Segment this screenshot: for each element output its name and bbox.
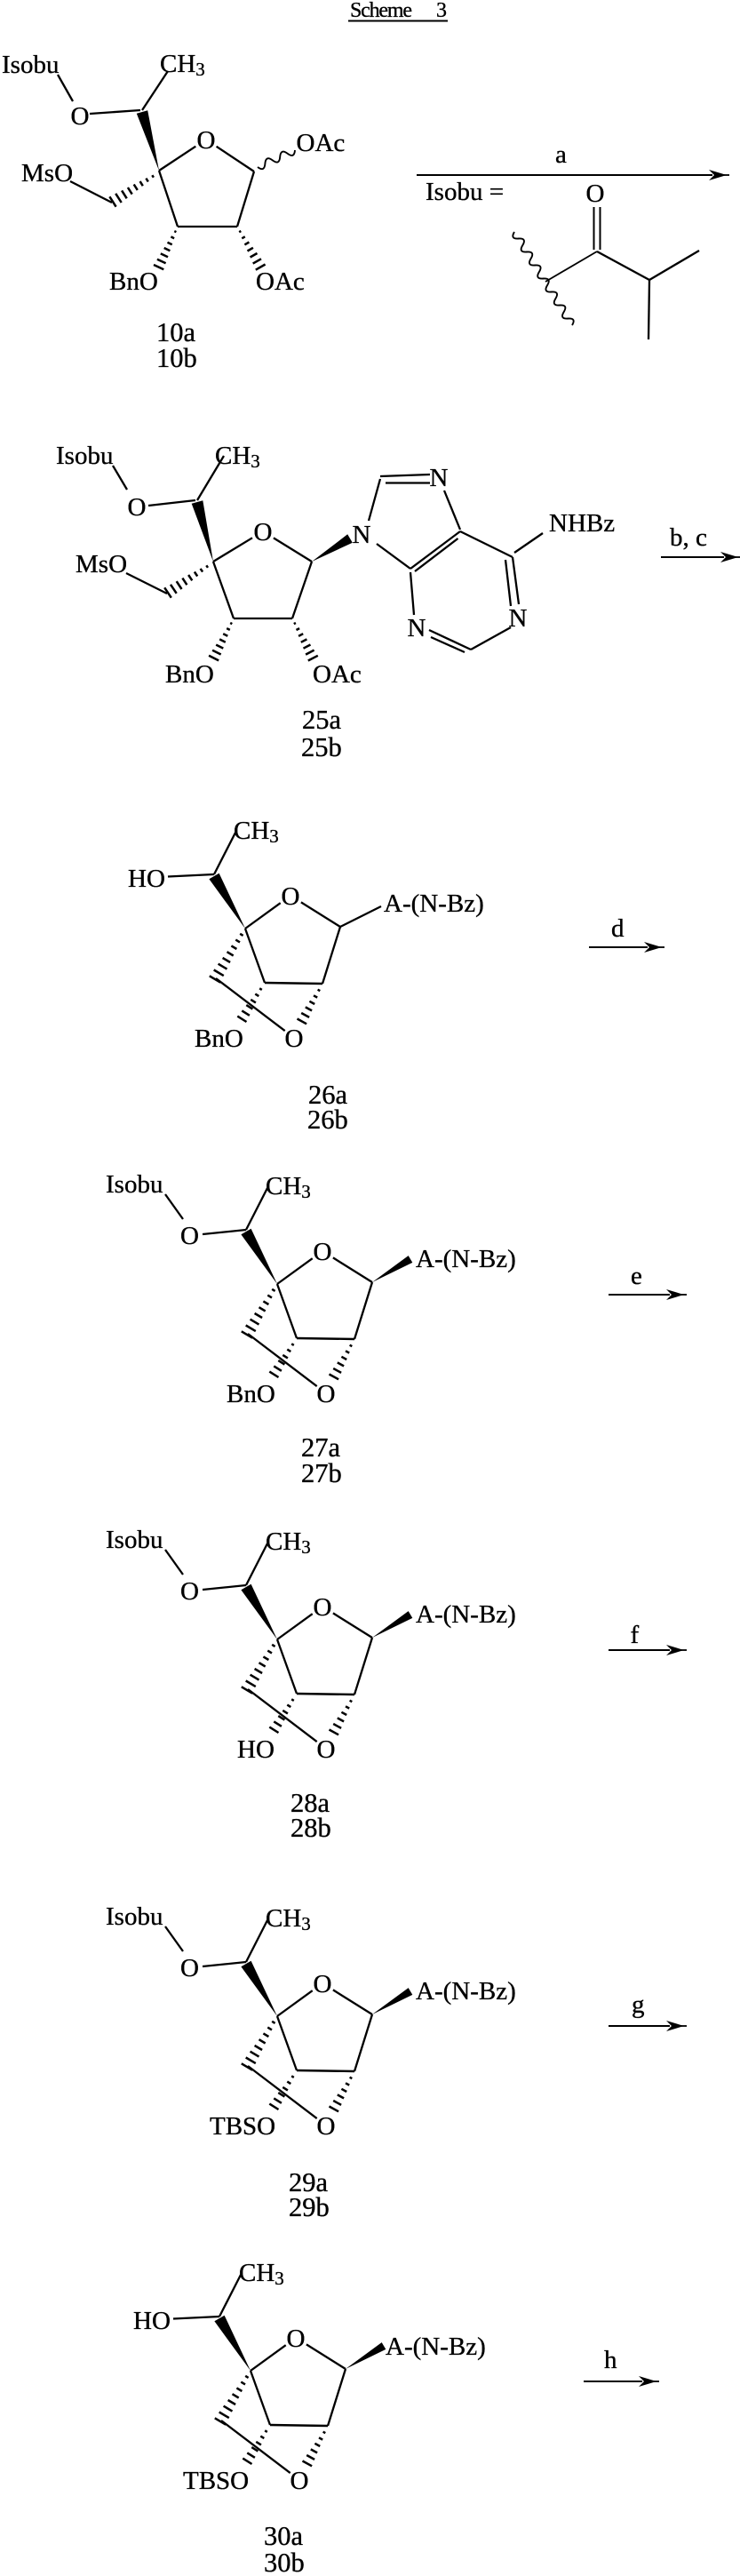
svg-text:f: f: [631, 1621, 640, 1649]
svg-text:A-(N-Bz): A-(N-Bz): [416, 1977, 516, 2006]
svg-text:28b: 28b: [290, 1813, 331, 1843]
svg-text:27a: 27a: [301, 1432, 341, 1463]
svg-text:NHBz: NHBz: [549, 509, 615, 538]
svg-text:N: N: [509, 604, 528, 633]
svg-text:Isobu: Isobu: [106, 1170, 163, 1199]
svg-text:HO: HO: [237, 1735, 275, 1764]
svg-text:Isobu =: Isobu =: [426, 178, 504, 206]
svg-text:OAc: OAc: [313, 660, 362, 689]
svg-text:Isobu: Isobu: [106, 1902, 163, 1931]
svg-text:O: O: [71, 102, 90, 131]
svg-text:BnO: BnO: [195, 1025, 243, 1053]
svg-text:MsO: MsO: [76, 550, 127, 578]
svg-text:O: O: [586, 179, 605, 208]
svg-text:O: O: [254, 518, 273, 546]
svg-text:26a: 26a: [308, 1080, 348, 1110]
svg-text:CH3: CH3: [239, 2259, 284, 2289]
svg-text:N: N: [408, 614, 426, 642]
svg-text:O: O: [180, 1222, 199, 1250]
svg-text:A-(N-Bz): A-(N-Bz): [384, 889, 484, 918]
svg-text:OAc: OAc: [297, 129, 346, 157]
svg-text:A-(N-Bz): A-(N-Bz): [416, 1245, 516, 1273]
svg-text:Isobu: Isobu: [2, 51, 59, 79]
svg-text:g: g: [632, 1990, 645, 2019]
svg-text:10b: 10b: [156, 343, 197, 373]
svg-text:TBSO: TBSO: [183, 2467, 249, 2495]
svg-text:29b: 29b: [289, 2192, 330, 2222]
svg-text:O: O: [128, 493, 147, 522]
svg-text:25a: 25a: [302, 705, 342, 735]
svg-text:N: N: [353, 521, 371, 549]
svg-text:27b: 27b: [301, 1458, 342, 1488]
svg-text:Scheme: Scheme: [350, 0, 411, 22]
svg-text:A-(N-Bz): A-(N-Bz): [416, 1600, 516, 1629]
svg-text:25b: 25b: [301, 732, 342, 762]
svg-text:BnO: BnO: [109, 267, 158, 296]
svg-text:MsO: MsO: [21, 159, 73, 187]
svg-text:b, c: b, c: [670, 523, 707, 552]
svg-text:10a: 10a: [156, 317, 196, 347]
svg-text:CH3: CH3: [215, 442, 260, 472]
svg-text:TBSO: TBSO: [210, 2112, 275, 2141]
svg-text:CH3: CH3: [234, 817, 279, 847]
svg-text:CH3: CH3: [266, 1527, 311, 1558]
svg-text:O: O: [317, 2112, 336, 2141]
svg-text:OAc: OAc: [256, 267, 305, 296]
svg-text:a: a: [555, 140, 567, 169]
svg-text:O: O: [285, 1025, 304, 1053]
svg-text:29a: 29a: [289, 2167, 329, 2197]
svg-text:O: O: [180, 1577, 199, 1606]
svg-text:CH3: CH3: [160, 50, 205, 80]
svg-text:O: O: [314, 1238, 332, 1266]
svg-text:O: O: [317, 1380, 336, 1408]
svg-text:A-(N-Bz): A-(N-Bz): [386, 2333, 486, 2361]
svg-text:h: h: [604, 2346, 617, 2374]
svg-text:26b: 26b: [307, 1105, 348, 1135]
svg-text:O: O: [287, 2325, 306, 2353]
svg-text:28a: 28a: [290, 1788, 330, 1818]
svg-text:Isobu: Isobu: [106, 1526, 163, 1554]
svg-text:BnO: BnO: [165, 660, 214, 689]
svg-text:O: O: [314, 1593, 332, 1622]
svg-text:O: O: [197, 126, 216, 155]
svg-text:3: 3: [436, 0, 447, 22]
svg-text:O: O: [180, 1954, 199, 1982]
svg-text:30a: 30a: [264, 2521, 304, 2551]
svg-text:O: O: [314, 1970, 332, 1998]
svg-text:O: O: [290, 2467, 309, 2495]
svg-text:CH3: CH3: [266, 1904, 311, 1934]
svg-text:30b: 30b: [264, 2548, 305, 2576]
svg-text:e: e: [631, 1262, 642, 1290]
svg-text:O: O: [317, 1735, 336, 1764]
svg-text:N: N: [430, 464, 449, 492]
svg-text:CH3: CH3: [266, 1172, 311, 1202]
svg-text:HO: HO: [128, 865, 165, 893]
svg-text:O: O: [282, 882, 300, 911]
svg-text:Isobu: Isobu: [56, 442, 113, 470]
svg-text:BnO: BnO: [227, 1380, 275, 1408]
svg-text:d: d: [611, 914, 625, 943]
svg-text:HO: HO: [133, 2307, 171, 2335]
